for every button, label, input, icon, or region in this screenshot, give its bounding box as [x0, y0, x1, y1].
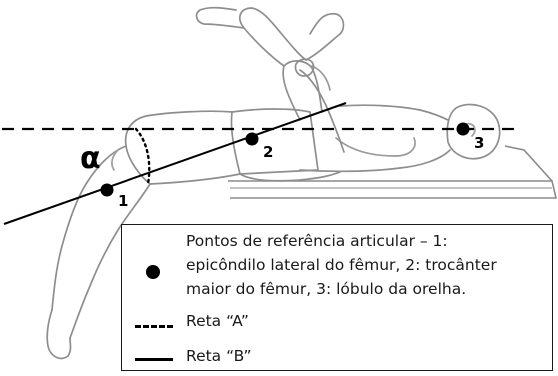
legend-line-a-label: Reta “A”	[186, 311, 249, 332]
legend-point-marker	[146, 265, 160, 279]
legend-points-line-2: epicôndilo lateral do fêmur, 2: trocânte…	[186, 255, 497, 276]
angle-alpha-label: α	[80, 141, 101, 176]
line-b-solid	[4, 103, 346, 224]
legend-dashed-line-marker	[135, 325, 173, 328]
point-label-2: 2	[263, 143, 273, 161]
reference-point-1	[101, 184, 114, 197]
point-label-3: 3	[474, 134, 484, 152]
legend-points-line-3: maior do fêmur, 3: lóbulo da orelha.	[186, 279, 466, 300]
flexed-shin	[306, 14, 343, 60]
legend-points-line-1: Pontos de referência articular – 1:	[186, 231, 448, 252]
legend-line-b-label: Reta “B”	[186, 346, 251, 367]
foot	[47, 310, 70, 358]
hip-region	[231, 109, 318, 174]
reference-point-2	[246, 133, 259, 146]
point-label-1: 1	[118, 192, 128, 210]
extended-thigh	[126, 111, 232, 184]
reference-point-3	[457, 123, 470, 136]
legend-solid-line-marker	[135, 358, 173, 361]
legend-box: Pontos de referência articular – 1: epic…	[121, 224, 553, 371]
